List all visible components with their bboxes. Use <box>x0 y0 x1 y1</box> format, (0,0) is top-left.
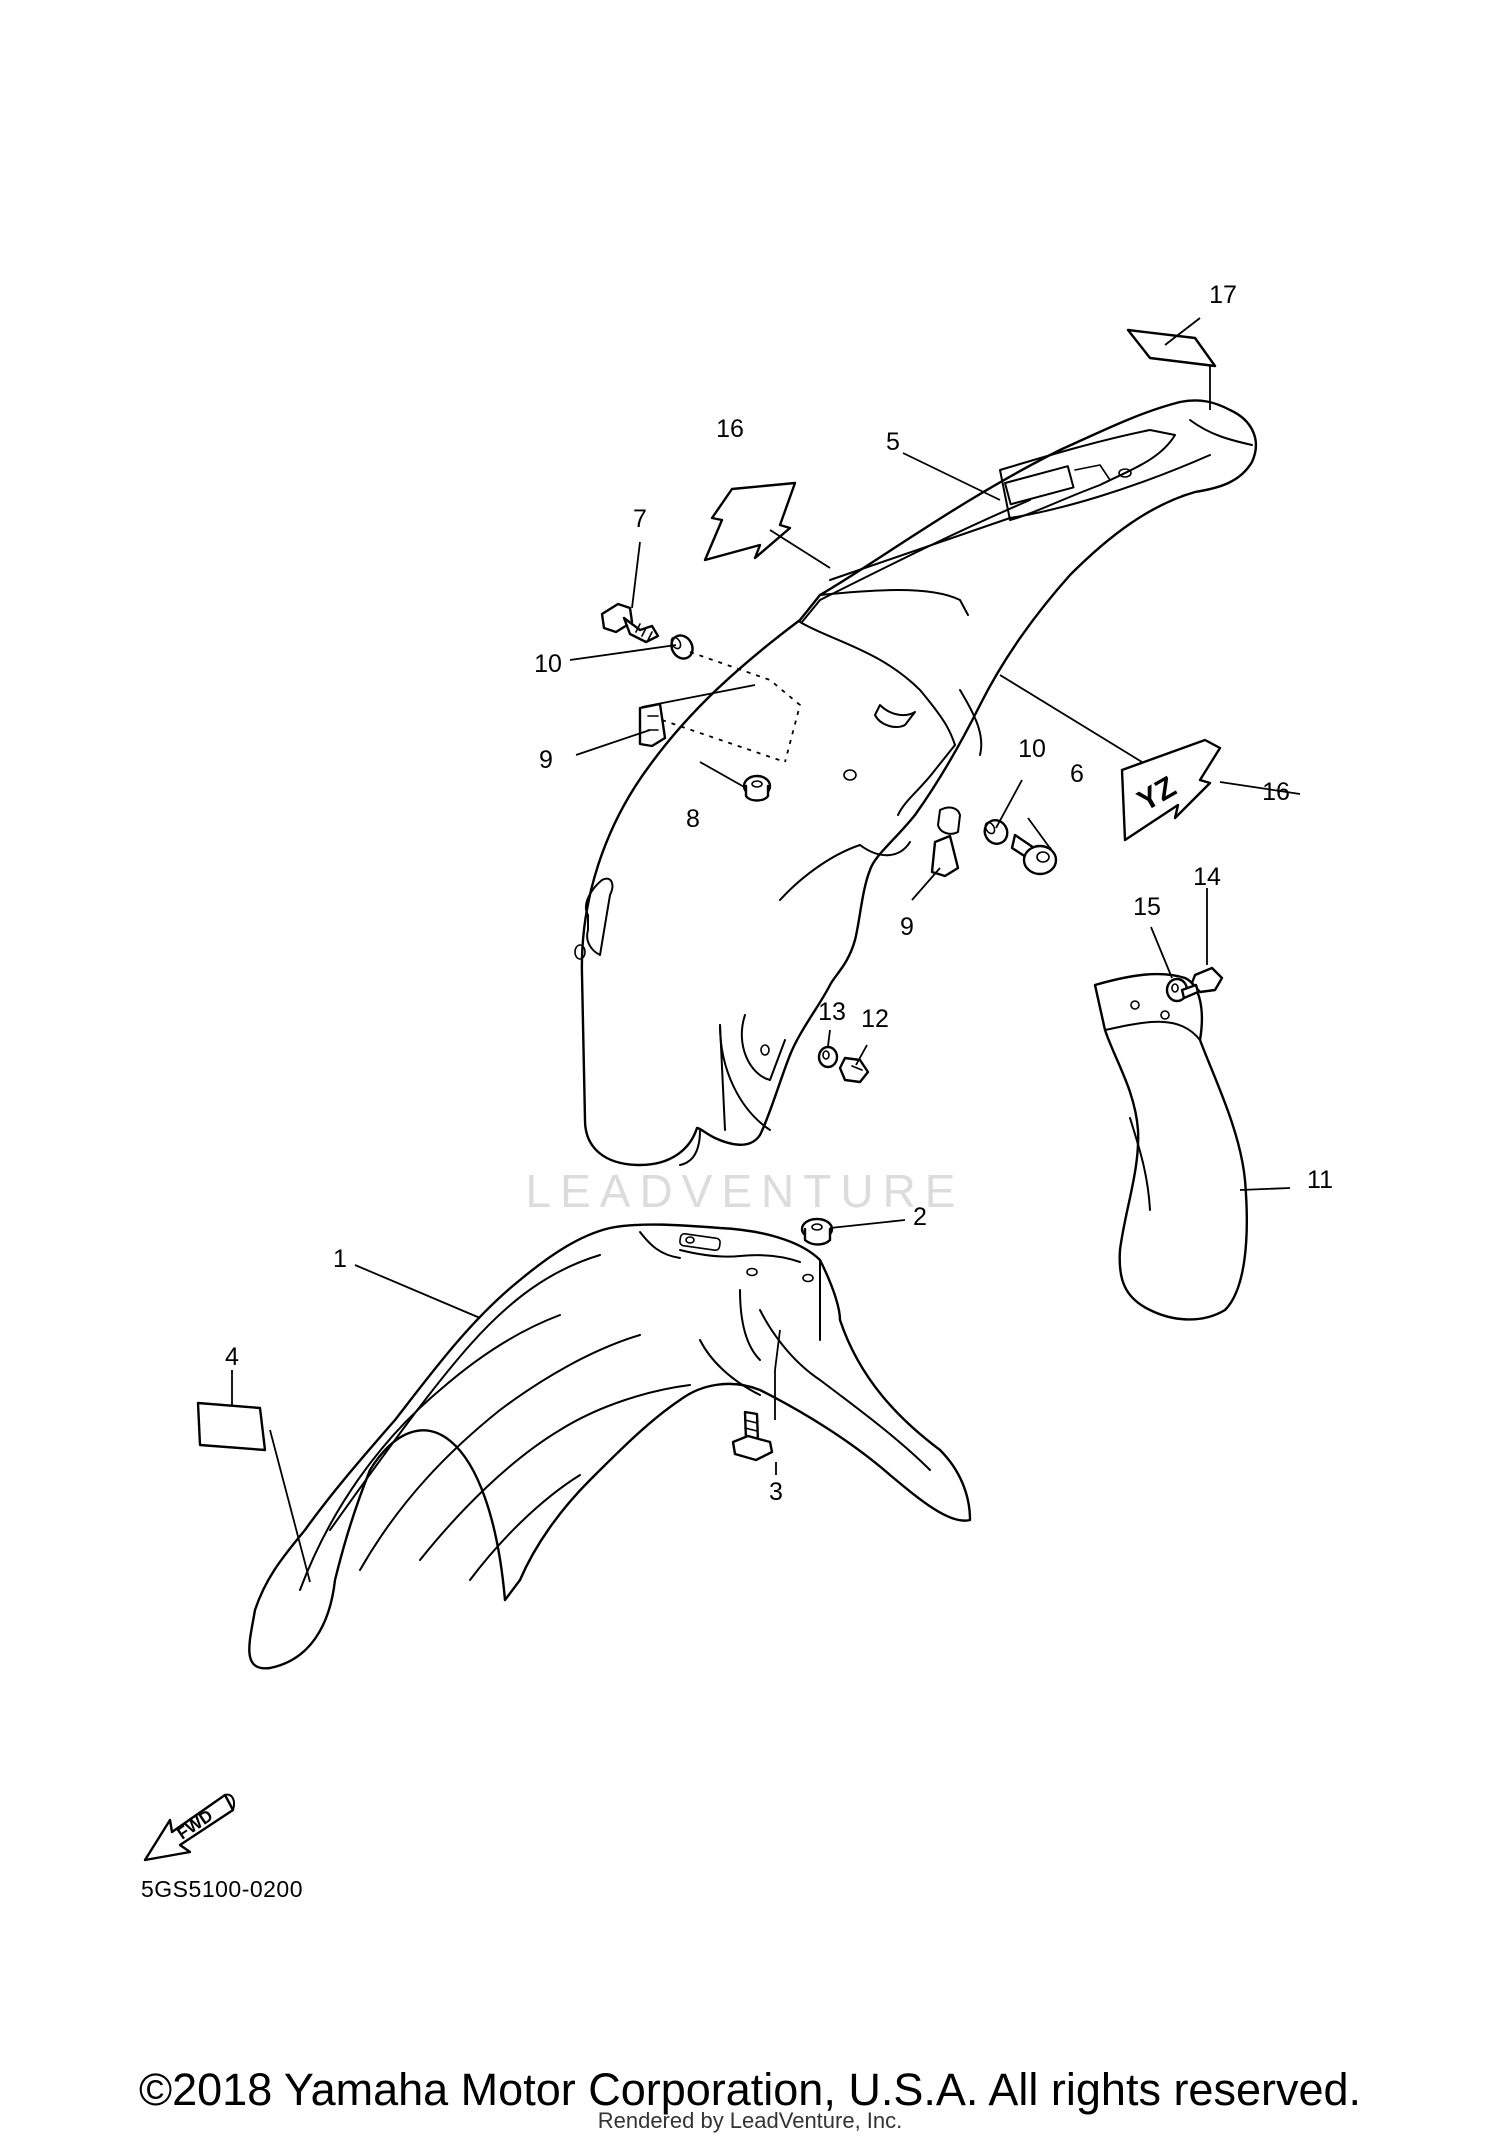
leader-lines <box>231 317 1301 1583</box>
callout-3: 3 <box>769 1478 783 1506</box>
clip-nut-9-left <box>638 702 667 748</box>
rear-inner-guard <box>1093 972 1248 1321</box>
watermark-text: LEADVENTURE <box>526 1165 965 1217</box>
callout-9-right: 9 <box>900 913 914 941</box>
callout-17: 17 <box>1209 281 1237 309</box>
clip-nut-9-right <box>930 834 960 878</box>
bolt-6 <box>1010 833 1058 876</box>
bolt-7 <box>600 602 660 644</box>
callout-10-right: 10 <box>1018 735 1046 763</box>
diagram-code: 5GS5100-0200 <box>141 1876 304 1902</box>
callout-numbers: 1 2 3 4 5 6 7 8 9 9 10 10 11 12 13 14 15… <box>225 281 1333 1506</box>
front-fender <box>248 1223 972 1670</box>
callout-13: 13 <box>818 998 846 1026</box>
collar-13 <box>817 1045 839 1069</box>
callout-1: 1 <box>333 1245 347 1273</box>
bolt-12 <box>838 1056 870 1084</box>
callout-8: 8 <box>686 805 700 833</box>
callout-11: 11 <box>1307 1166 1333 1194</box>
collar-10-right <box>983 819 1009 845</box>
callout-16-upper: 16 <box>716 415 744 443</box>
callout-10-left: 10 <box>534 650 562 678</box>
callout-7: 7 <box>633 505 647 533</box>
decal-16-upper <box>703 481 797 562</box>
rendered-by-credit: Rendered by LeadVenture, Inc. <box>597 2108 903 2133</box>
callout-12: 12 <box>861 1005 889 1033</box>
decal-17 <box>1126 328 1217 368</box>
grommet-2 <box>800 1217 834 1246</box>
assembly-guide-lines <box>661 651 802 763</box>
bolt-14 <box>1180 966 1224 1000</box>
callout-4: 4 <box>225 1343 239 1371</box>
fwd-arrow-icon: FWD <box>143 1793 235 1862</box>
bolt-3 <box>731 1410 774 1462</box>
callout-6: 6 <box>1070 760 1084 788</box>
callout-16-right: 16 <box>1262 778 1290 806</box>
callout-14: 14 <box>1193 863 1221 891</box>
callout-2: 2 <box>913 1203 927 1231</box>
callout-9-left: 9 <box>539 746 553 774</box>
decal-4 <box>196 1401 267 1452</box>
callout-5: 5 <box>886 428 900 456</box>
copyright-notice: ©2018 Yamaha Motor Corporation, U.S.A. A… <box>138 2064 1362 2115</box>
rear-fender <box>574 399 1257 1167</box>
decal-16-right: YZ <box>1120 738 1222 842</box>
grommet-8 <box>742 774 772 802</box>
callout-15: 15 <box>1133 893 1161 921</box>
collar-10-left <box>670 634 694 660</box>
